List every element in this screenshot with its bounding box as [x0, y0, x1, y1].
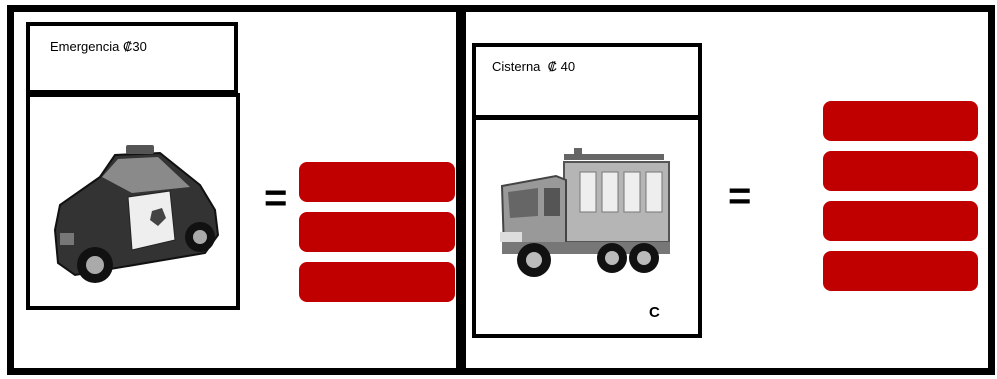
letter-c: C	[649, 304, 660, 321]
left-image-box	[26, 93, 240, 310]
police-car-icon	[40, 115, 230, 295]
right-label-box: Cisterna ₡ 40	[472, 43, 702, 119]
right-bar-4	[823, 251, 978, 291]
left-bar-1	[299, 162, 455, 202]
right-bar-1	[823, 101, 978, 141]
fire-truck-icon	[494, 146, 674, 286]
left-bar-2	[299, 212, 455, 252]
left-label-text: Emergencia ₡30	[50, 39, 147, 54]
right-image-box: C	[472, 116, 702, 338]
left-label-box: Emergencia ₡30	[26, 22, 238, 94]
left-equals-sign: =	[264, 178, 287, 218]
right-bar-3	[823, 201, 978, 241]
right-equals-sign: =	[728, 176, 751, 216]
left-bar-3	[299, 262, 455, 302]
right-bar-2	[823, 151, 978, 191]
right-label-text: Cisterna ₡ 40	[492, 59, 575, 74]
